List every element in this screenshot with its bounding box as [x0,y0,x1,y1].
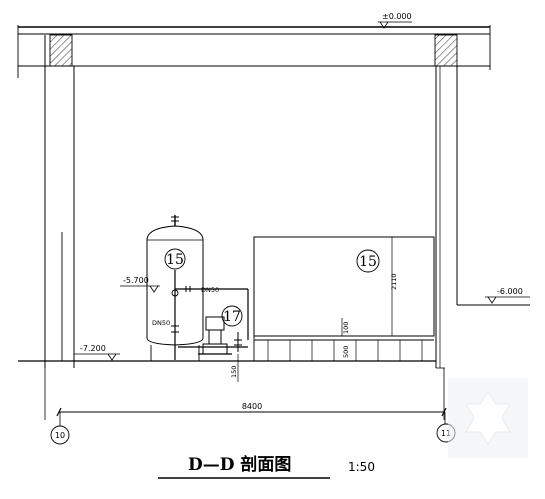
axis-left-label: 10 [55,431,65,440]
pump-unit: 17 [198,305,243,355]
piping: DN50 [175,286,249,352]
left-wall [44,35,75,368]
pit-level-mark: -7.200 [74,344,120,361]
tank-base-a-label: 100 [342,322,350,334]
left-beam-hatch [49,34,73,67]
pump-room-level-mark: -5.700 [120,276,160,293]
drawing-title: D—D 剖面图 [188,454,291,475]
right-pipe-label: DN50 [201,286,219,294]
floor-lines [18,232,445,369]
pressure-tank: 15 DN50 [146,215,204,361]
pit-level-label: -7.200 [80,344,106,353]
pressure-tank-tag: 15 [166,252,184,268]
axis-left: 10 [50,412,70,445]
drawing-scale: 1:50 [348,460,375,474]
overall-dimension-label: 8400 [242,402,262,411]
tank-height-dim-label: 2110 [390,273,398,290]
right-wall [435,66,530,368]
water-tank: 15 2110 100 500 [253,236,435,361]
pump-base-dim-label: 150 [230,366,238,378]
ground-level-label: ±0.000 [382,12,412,21]
left-pipe-label: DN50 [152,319,170,327]
right-floor-level-label: -6.000 [497,287,523,296]
water-tank-tag: 15 [359,254,377,270]
tank-base-b-label: 500 [342,346,350,358]
pump-room-level-label: -5.700 [123,276,149,285]
pump-base-dim: 150 [230,354,239,382]
axis-right-label: 11 [441,429,451,438]
right-floor-level-mark: -6.000 [485,287,530,304]
right-beam-hatch [434,34,458,67]
drawing-title-block: D—D 剖面图 1:50 [158,454,375,479]
ground-slab [17,25,491,78]
ground-level-mark: ±0.000 [378,12,412,29]
pump-tag: 17 [223,309,241,325]
overall-dimension: 8400 [44,368,447,420]
watermark-logo [448,378,528,458]
